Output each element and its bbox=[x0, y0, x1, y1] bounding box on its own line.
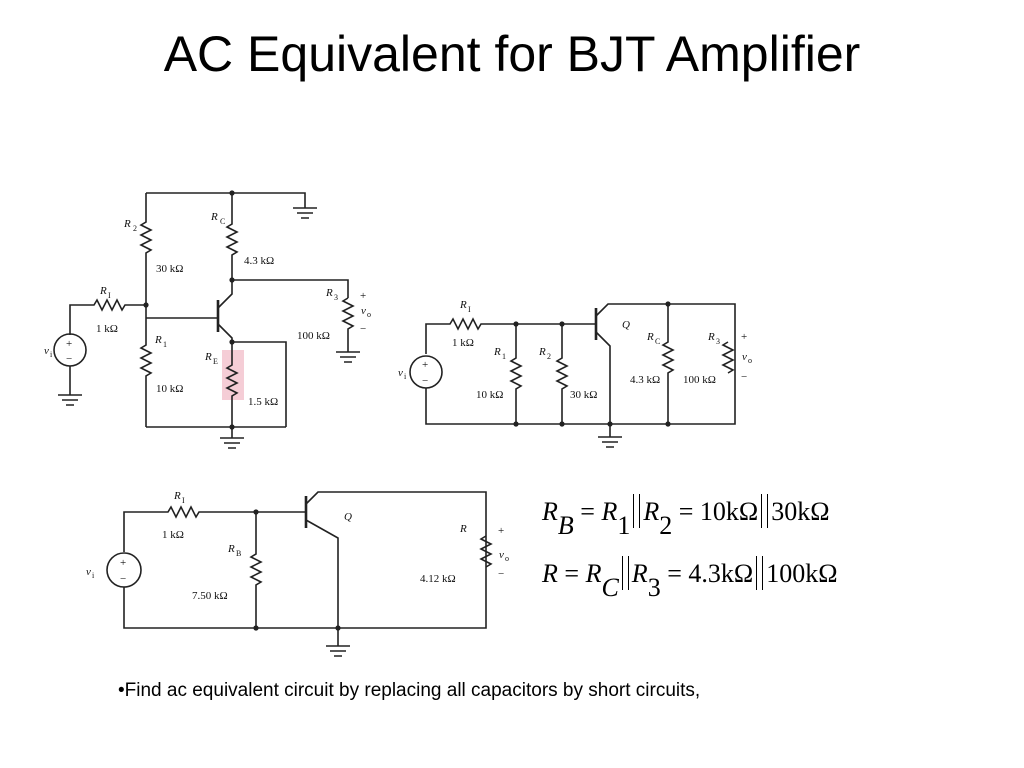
svg-text:−: − bbox=[360, 323, 366, 335]
svg-text:+: + bbox=[120, 557, 126, 569]
r3-value: 100 kΩ bbox=[683, 374, 716, 386]
simplified-circuit: R I 1 kΩ + − v i R B 7.50 kΩ Q R 4.12 kΩ… bbox=[86, 490, 509, 657]
parallel-symbol bbox=[633, 494, 641, 528]
svg-text:o: o bbox=[367, 310, 371, 319]
ri-label: R bbox=[459, 299, 467, 311]
vo-label: v bbox=[742, 351, 747, 363]
svg-text:2: 2 bbox=[547, 352, 551, 361]
ri-label: R bbox=[99, 285, 107, 297]
rs-value: 100 kΩ bbox=[297, 330, 330, 342]
vi-label: v bbox=[398, 367, 403, 379]
svg-text:I: I bbox=[468, 305, 471, 314]
rs-label: R bbox=[325, 287, 333, 299]
svg-text:+: + bbox=[741, 331, 747, 343]
svg-text:3: 3 bbox=[334, 293, 338, 302]
re-value: 1.5 kΩ bbox=[248, 396, 278, 408]
svg-text:−: − bbox=[422, 375, 428, 387]
svg-text:−: − bbox=[741, 371, 747, 383]
svg-text:3: 3 bbox=[716, 337, 720, 346]
svg-text:C: C bbox=[655, 337, 660, 346]
ri-value: 1 kΩ bbox=[452, 337, 474, 349]
svg-text:C: C bbox=[220, 217, 225, 226]
r-value: 4.12 kΩ bbox=[420, 573, 456, 585]
svg-text:1: 1 bbox=[163, 340, 167, 349]
parallel-symbol bbox=[621, 556, 629, 590]
slide-title: AC Equivalent for BJT Amplifier bbox=[163, 26, 861, 82]
svg-text:E: E bbox=[213, 357, 218, 366]
r2-label: R bbox=[123, 218, 131, 230]
ac-equivalent-circuit: + − v i R I 1 kΩ R 1 10 kΩ R 2 30 kΩ Q R… bbox=[398, 299, 752, 448]
r-label: R bbox=[459, 523, 467, 535]
r1-label: R bbox=[493, 346, 501, 358]
svg-text:I: I bbox=[182, 496, 185, 505]
svg-text:−: − bbox=[120, 573, 126, 585]
parallel-symbol bbox=[761, 494, 769, 528]
r1-label: R bbox=[154, 334, 162, 346]
ri-value: 1 kΩ bbox=[162, 529, 184, 541]
svg-text:−: − bbox=[66, 353, 72, 365]
vo-label: v bbox=[499, 549, 504, 561]
svg-text:i: i bbox=[92, 571, 95, 580]
svg-text:+: + bbox=[66, 338, 72, 350]
rc-label: R bbox=[646, 331, 654, 343]
parallel-symbol bbox=[756, 556, 764, 590]
r1-value: 10 kΩ bbox=[156, 383, 183, 395]
rb-label: R bbox=[227, 543, 235, 555]
q-label: Q bbox=[622, 319, 630, 331]
svg-text:i: i bbox=[50, 350, 53, 359]
svg-text:o: o bbox=[505, 554, 509, 563]
rc-value: 4.3 kΩ bbox=[630, 374, 660, 386]
r2-label: R bbox=[538, 346, 546, 358]
r1-value: 10 kΩ bbox=[476, 389, 503, 401]
ri-label: R bbox=[173, 490, 181, 502]
rc-value: 4.3 kΩ bbox=[244, 255, 274, 267]
svg-text:+: + bbox=[422, 359, 428, 371]
r2-value: 30 kΩ bbox=[570, 389, 597, 401]
svg-text:+: + bbox=[360, 290, 366, 302]
svg-text:I: I bbox=[108, 291, 111, 300]
svg-text:1: 1 bbox=[502, 352, 506, 361]
rc-label: R bbox=[210, 211, 218, 223]
svg-text:i: i bbox=[404, 372, 407, 381]
vi-label: v bbox=[44, 345, 49, 357]
re-label: R bbox=[204, 351, 212, 363]
original-amplifier-circuit: R 2 30 kΩ R C 4.3 kΩ R 3 100 kΩ + v o − … bbox=[44, 190, 371, 449]
svg-text:−: − bbox=[498, 568, 504, 580]
ri-value: 1 kΩ bbox=[96, 323, 118, 335]
r2-value: 30 kΩ bbox=[156, 263, 183, 275]
vo-label: v bbox=[361, 305, 366, 317]
svg-text:+: + bbox=[498, 525, 504, 537]
q-label: Q bbox=[344, 511, 352, 523]
vi-label: v bbox=[86, 566, 91, 578]
svg-text:B: B bbox=[236, 549, 241, 558]
bullet-text: •Find ac equivalent circuit by replacing… bbox=[118, 680, 701, 701]
r3-label: R bbox=[707, 331, 715, 343]
rb-value: 7.50 kΩ bbox=[192, 590, 228, 602]
svg-text:2: 2 bbox=[133, 224, 137, 233]
svg-text:o: o bbox=[748, 356, 752, 365]
